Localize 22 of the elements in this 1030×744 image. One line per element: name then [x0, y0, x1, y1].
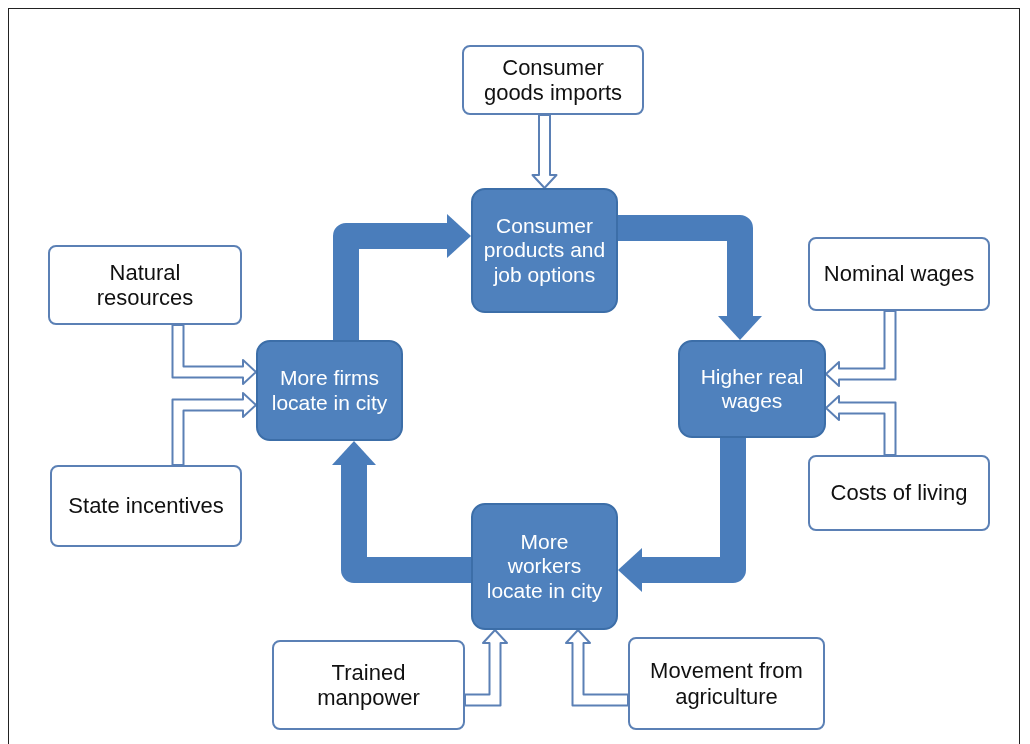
process-box: More workers locate in city — [471, 503, 618, 630]
block-arrow — [332, 441, 471, 583]
factor-box: Movement from agriculture — [628, 637, 825, 730]
factor-box: Consumer goods imports — [462, 45, 644, 115]
hollow-arrow — [171, 324, 257, 385]
hollow-arrow — [565, 629, 629, 707]
factor-box: State incentives — [50, 465, 242, 547]
factor-box: Nominal wages — [808, 237, 990, 311]
factor-box: Natural resources — [48, 245, 242, 325]
hollow-arrow — [464, 629, 508, 707]
process-box: Higher real wages — [678, 340, 826, 438]
hollow-arrow — [825, 310, 897, 387]
hollow-arrow — [171, 392, 257, 466]
block-arrow — [618, 438, 746, 592]
process-box: Consumer products and job options — [471, 188, 618, 313]
hollow-arrow — [825, 395, 897, 456]
factor-box: Trained manpower — [272, 640, 465, 730]
block-arrow — [333, 214, 471, 340]
factor-box: Costs of living — [808, 455, 990, 531]
hollow-arrow — [531, 114, 558, 189]
block-arrow — [618, 215, 762, 340]
process-box: More firms locate in city — [256, 340, 403, 441]
